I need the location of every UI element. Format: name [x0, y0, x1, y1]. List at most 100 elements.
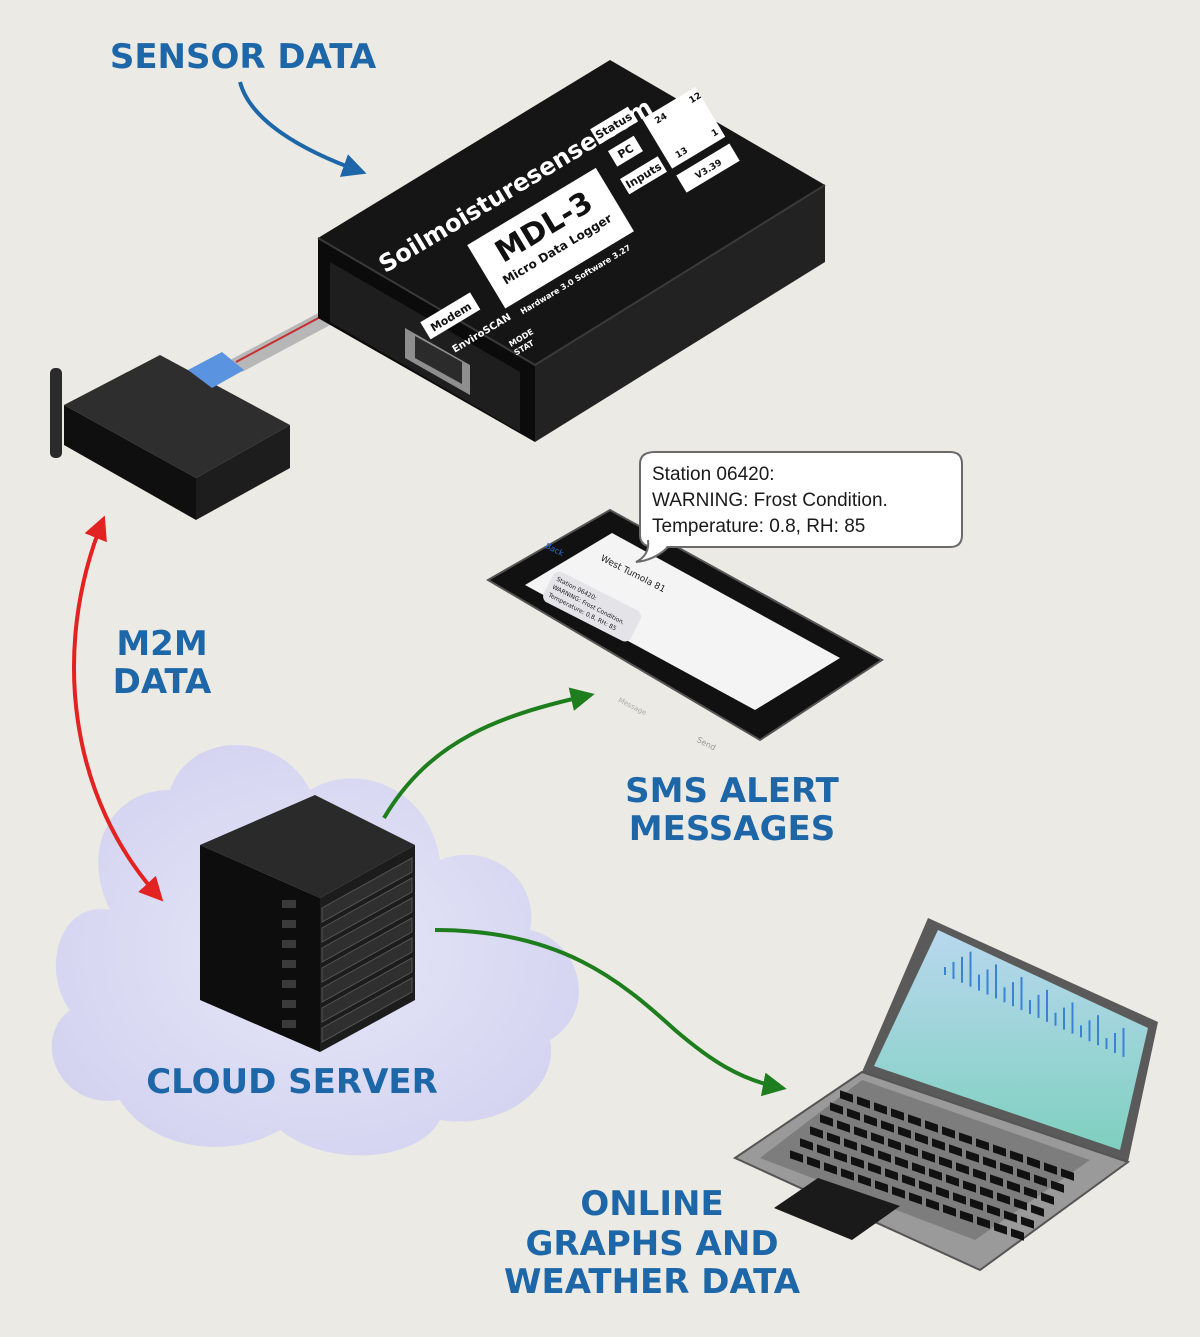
laptop-key — [837, 1120, 850, 1133]
laptop-key — [1024, 1186, 1037, 1199]
server-drive-slot — [321, 897, 413, 963]
laptop-key — [790, 1150, 803, 1163]
online-graphs-arrow — [434, 928, 787, 1097]
laptop-key — [960, 1210, 973, 1223]
laptop-key — [840, 1090, 853, 1103]
label-online-line2: GRAPHS AND — [525, 1224, 778, 1264]
laptop-key — [973, 1168, 986, 1181]
sms-bubble-line2: WARNING: Frost Condition. — [652, 490, 888, 511]
m2m-data-arrow — [72, 515, 164, 902]
laptop-key — [1034, 1174, 1047, 1187]
sms-bubble-line3: Temperature: 0.8, RH: 85 — [652, 516, 865, 537]
laptop-key — [1014, 1198, 1027, 1211]
laptop-key — [1004, 1210, 1017, 1223]
laptop-key — [888, 1138, 901, 1151]
laptop-key — [905, 1144, 918, 1157]
sms-bubble: Station 06420: WARNING: Frost Condition.… — [635, 451, 963, 563]
laptop-key — [868, 1162, 881, 1175]
laptop-key — [881, 1120, 894, 1133]
phone-send: Send — [695, 735, 717, 752]
server-drive-handle — [282, 920, 296, 928]
laptop-key — [1061, 1168, 1074, 1181]
laptop-key — [1041, 1192, 1054, 1205]
laptop-key — [943, 1204, 956, 1217]
laptop-key — [912, 1162, 925, 1175]
laptop-key — [925, 1120, 938, 1133]
laptop-key — [1031, 1204, 1044, 1217]
laptop-key — [1044, 1162, 1057, 1175]
laptop-key — [987, 1204, 1000, 1217]
label-sms-line2: MESSAGES — [629, 809, 835, 849]
laptop-key — [895, 1156, 908, 1169]
laptop-key — [959, 1132, 972, 1145]
laptop-key — [953, 1192, 966, 1205]
label-online-line3: WEATHER DATA — [504, 1262, 801, 1302]
serial-port-icon — [405, 328, 470, 395]
laptop-key — [980, 1186, 993, 1199]
label-online-line1: ONLINE — [580, 1184, 723, 1224]
phone-compose: Message — [617, 696, 648, 717]
laptop-icon — [732, 918, 1158, 1272]
laptop-key — [997, 1192, 1010, 1205]
laptop-key — [1011, 1228, 1024, 1241]
laptop-key — [841, 1168, 854, 1181]
server-drive-slot — [321, 957, 413, 1023]
laptop-key — [807, 1156, 820, 1169]
laptop-key — [844, 1138, 857, 1151]
laptop-key — [878, 1150, 891, 1163]
laptop-key — [932, 1138, 945, 1151]
laptop-key — [861, 1144, 874, 1157]
laptop-key — [898, 1126, 911, 1139]
laptop-keyboard — [790, 1090, 1074, 1241]
server-rack-icon — [200, 795, 415, 1052]
laptop-key — [854, 1126, 867, 1139]
laptop-key — [817, 1144, 830, 1157]
laptop-key — [871, 1132, 884, 1145]
laptop-key — [810, 1126, 823, 1139]
laptop-key — [1051, 1180, 1064, 1193]
sms-bubble-line1: Station 06420: — [652, 464, 775, 485]
laptop-key — [851, 1156, 864, 1169]
data-logger-icon: Soilmoisturesense.com MDL-3 Micro Data L… — [317, 60, 826, 442]
laptop-key — [892, 1186, 905, 1199]
laptop-key — [929, 1168, 942, 1181]
laptop-key — [942, 1126, 955, 1139]
label-sensor-data: SENSOR DATA — [110, 37, 377, 77]
server-drive-handle — [282, 980, 296, 988]
laptop-key — [977, 1216, 990, 1229]
laptop-key — [919, 1180, 932, 1193]
laptop-key — [1010, 1150, 1023, 1163]
laptop-key — [993, 1144, 1006, 1157]
laptop-key — [800, 1138, 813, 1151]
label-m2m-line2: DATA — [113, 662, 212, 702]
laptop-key — [915, 1132, 928, 1145]
sms-alert-arrow — [382, 687, 595, 820]
server-drive-slot — [321, 917, 413, 983]
laptop-key — [830, 1102, 843, 1115]
laptop-key — [847, 1108, 860, 1121]
server-drive-handle — [282, 940, 296, 948]
modem-icon — [50, 352, 290, 520]
server-drive-slot — [321, 877, 413, 943]
laptop-key — [902, 1174, 915, 1187]
laptop-key — [922, 1150, 935, 1163]
label-cloud-server: CLOUD SERVER — [146, 1062, 438, 1102]
smartphone-icon: West Tumola 81 Back Station 06420: WARNI… — [486, 508, 884, 752]
laptop-key — [1017, 1168, 1030, 1181]
laptop-key — [963, 1180, 976, 1193]
server-drive-slot — [321, 937, 413, 1003]
laptop-key — [926, 1198, 939, 1211]
laptop-key — [909, 1192, 922, 1205]
laptop-key — [970, 1198, 983, 1211]
laptop-key — [875, 1180, 888, 1193]
laptop-key — [994, 1222, 1007, 1235]
laptop-key — [891, 1108, 904, 1121]
laptop-key — [824, 1162, 837, 1175]
laptop-key — [1027, 1156, 1040, 1169]
label-m2m-line1: M2M — [116, 624, 207, 664]
sensor-data-arrow — [238, 81, 367, 177]
laptop-key — [983, 1156, 996, 1169]
server-drive-slot — [321, 857, 413, 923]
laptop-key — [1007, 1180, 1020, 1193]
